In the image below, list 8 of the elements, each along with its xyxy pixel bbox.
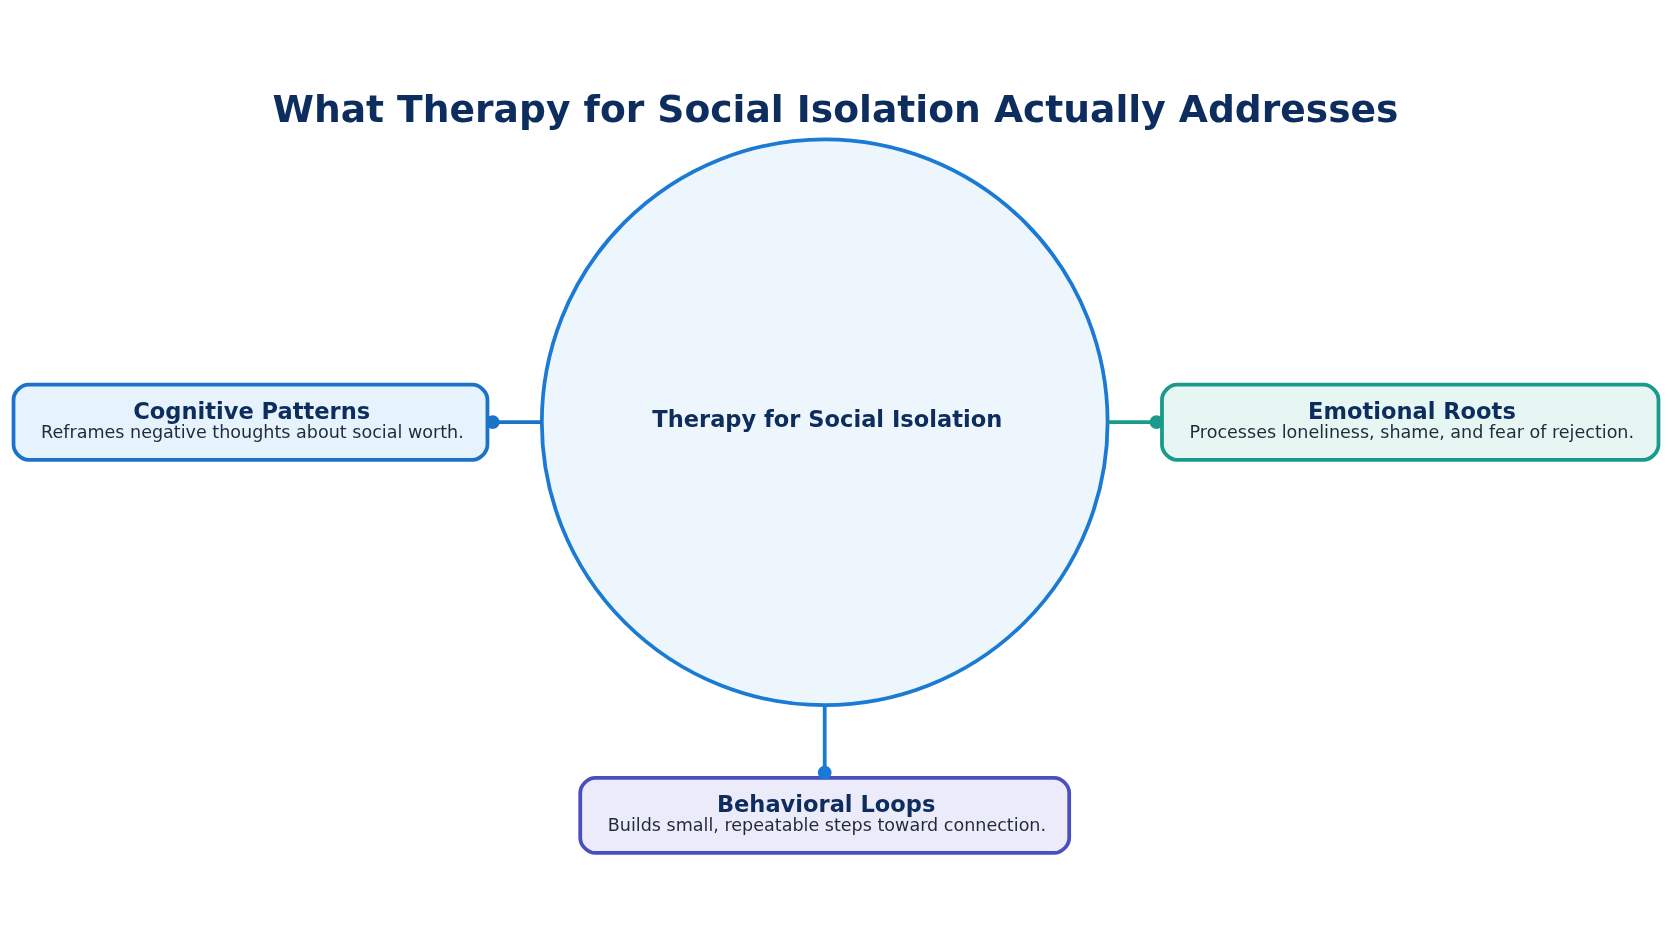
node-box: Behavioral Loops Builds small, repeatable steps toward connection. xyxy=(578,775,1072,855)
node-circle: Therapy for Social Isolation xyxy=(539,137,1110,707)
connector xyxy=(1107,415,1164,430)
connector xyxy=(817,705,832,780)
connector xyxy=(485,415,542,430)
diagram-title: What Therapy for Social Isolation Actually Addresses xyxy=(272,86,1399,131)
node-box: Emotional Roots Processes loneliness, shame, and fear of rejection. xyxy=(1160,382,1661,462)
node-box: Cognitive Patterns Reframes negative thoughts about social worth. xyxy=(11,382,490,462)
